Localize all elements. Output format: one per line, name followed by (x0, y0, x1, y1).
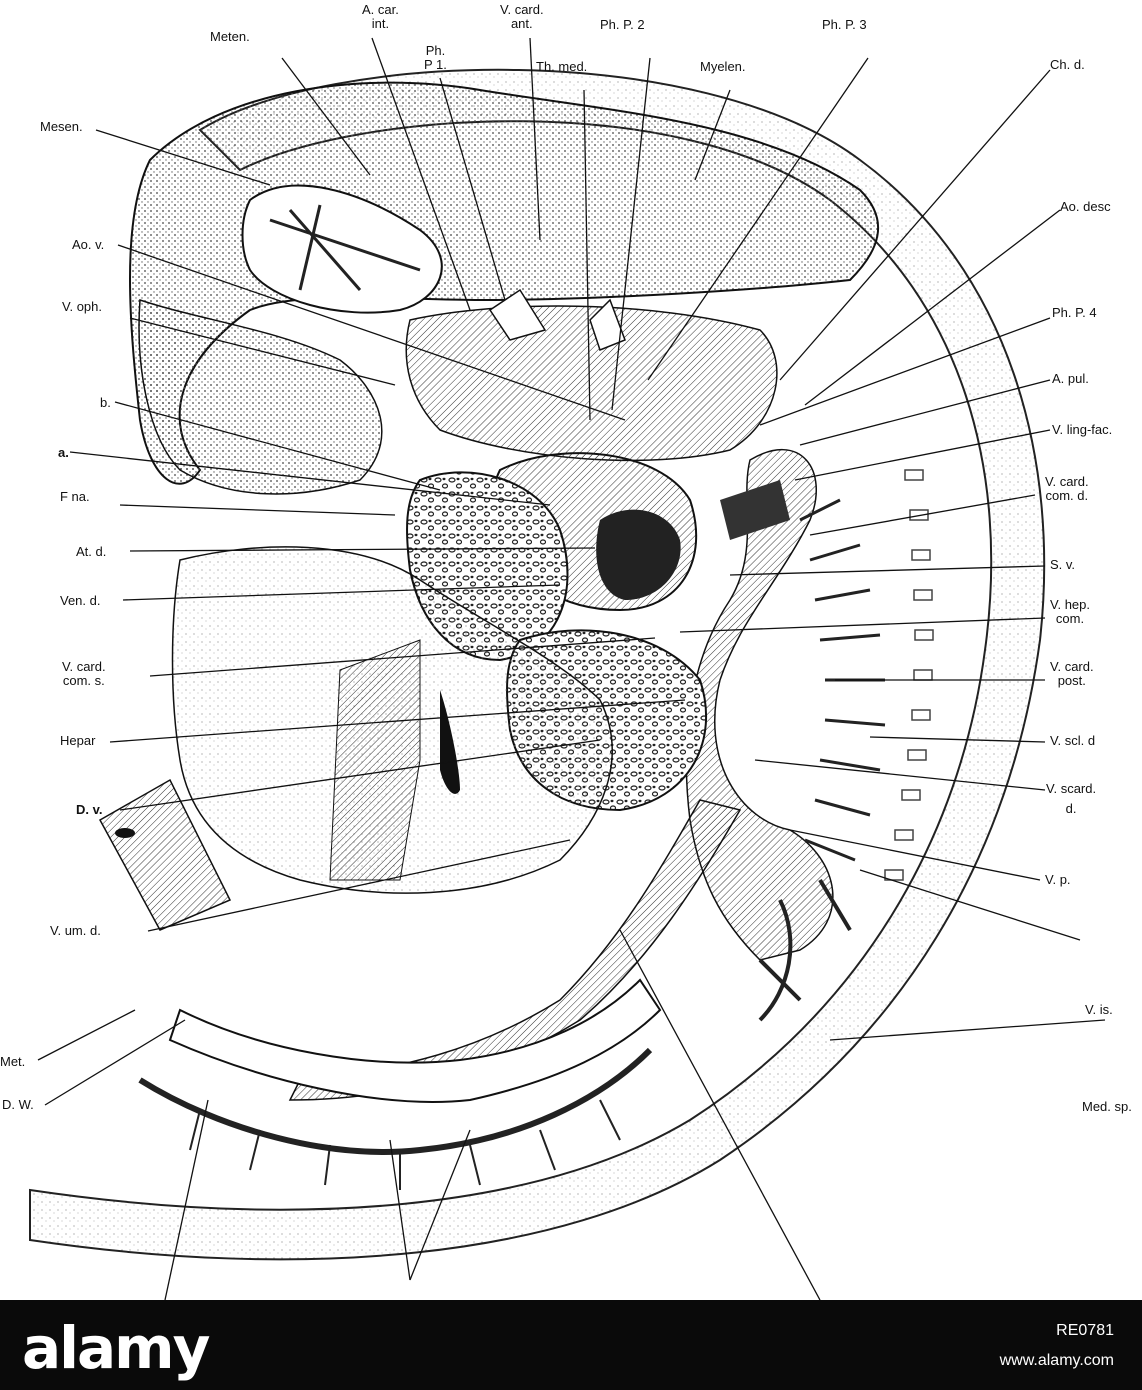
label-meten: Meten. (210, 29, 250, 44)
stock-footer-banner: alamy RE0781 www.alamy.com (0, 1300, 1142, 1390)
label-ph-p1-line2: P 1. (424, 57, 447, 72)
label-a: a. (58, 445, 69, 460)
label-v-card-com-d-line2: com. d. (1045, 488, 1089, 503)
label-v-card-com-s: V. card. com. s. (62, 660, 106, 688)
embryo-figure (29, 37, 1106, 1300)
label-v-card-post-line1: V. card. (1050, 659, 1094, 674)
label-v-um-d: V. um. d. (50, 923, 101, 938)
label-v-card-ant-line2: ant. (510, 16, 533, 31)
brain-vesicles (129, 81, 879, 485)
label-ph-p3: Ph. P. 3 (822, 17, 867, 32)
forebrain (138, 298, 383, 495)
label-ao-v: Ao. v. (72, 237, 105, 252)
label-v-card-post: V. card. post. (1050, 660, 1094, 688)
label-ph-p1-line1: Ph. (425, 43, 446, 58)
posterior-vein (288, 799, 742, 1101)
label-v-card-com-d-line1: V. card. (1045, 474, 1089, 489)
somite-blocks (884, 469, 934, 881)
leader-lines (37, 37, 1106, 1300)
label-v-card-com-d: V. card. com. d. (1045, 475, 1089, 503)
label-v-hep-com-line2: com. (1055, 611, 1085, 626)
label-v-p: V. p. (1045, 872, 1071, 887)
label-ph-p4: Ph. P. 4 (1052, 305, 1097, 320)
label-v-scard-d: V. scard. d. (1046, 782, 1096, 816)
umbilical-stump (98, 778, 232, 931)
label-ao-desc: Ao. desc (1060, 199, 1111, 214)
eye-cavity (241, 184, 443, 314)
label-v-scl-d: V. scl. d (1050, 733, 1096, 748)
label-hepar: Hepar (60, 733, 96, 748)
label-med-sp: Med. sp. (1082, 1099, 1132, 1114)
label-ven-d: Ven. d. (60, 593, 101, 608)
label-v-card-ant-line1: V. card. (500, 2, 544, 17)
label-v-oph: V. oph. (62, 299, 103, 314)
label-v-card-post-line2: post. (1057, 673, 1086, 688)
label-ph-p1: Ph. P 1. (424, 44, 447, 72)
label-met: Met. (0, 1054, 26, 1069)
label-v-ling-fac: V. ling-fac. (1052, 422, 1113, 437)
label-myelen: Myelen. (700, 59, 746, 74)
gut-tube (168, 978, 662, 1103)
label-v-card-ant: V. card. ant. (500, 3, 544, 31)
pharyngeal-region (405, 305, 778, 462)
label-v-card-com-s-line2: com. s. (62, 673, 105, 688)
label-a-car-int: A. car. int. (362, 3, 399, 31)
label-at-d: At. d. (76, 544, 107, 559)
label-v-scard-d-line2: d. (1065, 801, 1077, 816)
label-d-v: D. v. (76, 802, 103, 817)
label-ph-p2: Ph. P. 2 (600, 17, 645, 32)
label-b: b. (100, 395, 111, 410)
image-id: RE0781 (1056, 1322, 1114, 1339)
embryo-outline (29, 68, 1046, 1261)
label-a-car-int-line1: A. car. (362, 2, 399, 17)
label-v-scard-d-line1: V. scard. (1046, 781, 1097, 796)
label-v-card-com-s-line1: V. card. (62, 659, 106, 674)
stock-url: www.alamy.com (999, 1352, 1114, 1369)
label-ch-d: Ch. d. (1050, 57, 1085, 72)
label-v-hep-com: V. hep. com. (1050, 598, 1090, 626)
label-v-hep-com-line1: V. hep. (1050, 597, 1091, 612)
label-mesen: Mesen. (40, 119, 83, 134)
label-f-na: F na. (60, 489, 90, 504)
label-d-w: D. W. (2, 1097, 34, 1112)
label-th-med: Th. med. (536, 59, 588, 74)
stock-logo: alamy (22, 1314, 210, 1382)
label-a-pul: A. pul. (1052, 371, 1089, 386)
label-a-car-int-line2: int. (371, 16, 390, 31)
label-s-v: S. v. (1050, 557, 1076, 572)
label-v-is: V. is. (1085, 1002, 1113, 1017)
